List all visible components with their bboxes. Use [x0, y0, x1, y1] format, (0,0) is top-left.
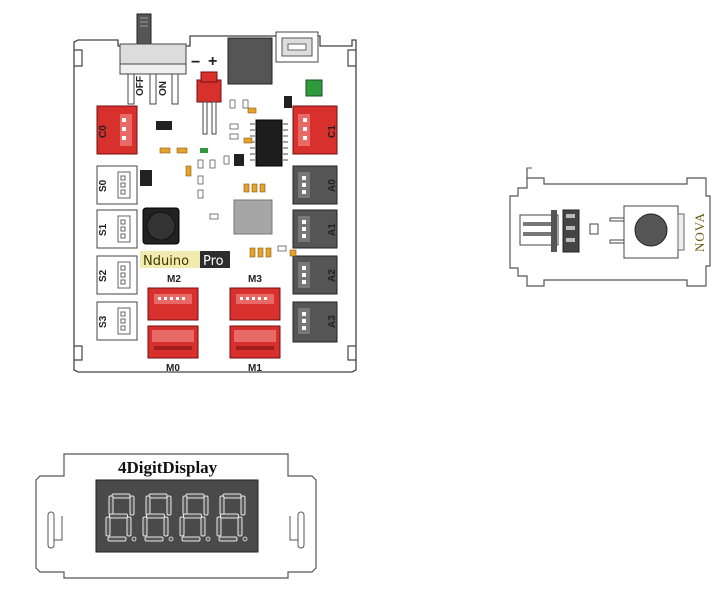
dc-jack: [227, 37, 273, 85]
digit-segment: [108, 495, 114, 516]
digit-segment: [237, 516, 243, 537]
digit-row: [105, 493, 248, 542]
digit-segment: [163, 516, 169, 537]
sensor-module: NOVA: [509, 167, 711, 287]
digit-segment: [144, 536, 164, 542]
port-a2: [292, 255, 338, 295]
switch-on-label: ON: [158, 81, 169, 96]
label-c1: C1: [327, 125, 338, 138]
digit-segment: [240, 495, 246, 516]
seven-segment-digit: [216, 493, 248, 542]
label-a2: A2: [327, 269, 338, 282]
microcontroller-chip: [250, 119, 288, 167]
potentiometer: [609, 205, 685, 259]
digit-segment: [105, 516, 111, 537]
digit-segment: [200, 516, 206, 537]
logo-pro: Pro: [203, 254, 224, 269]
diode: [156, 121, 172, 130]
digit-segment: [179, 516, 185, 537]
port-a3: [292, 301, 338, 343]
label-a3: A3: [327, 315, 338, 328]
label-m0: M0: [166, 363, 180, 374]
regulator-chip: [233, 199, 273, 235]
port-c0: [96, 105, 138, 155]
main-controller-board: OFF ON − +: [73, 13, 357, 374]
digit-segment: [142, 516, 148, 537]
diode-2: [140, 170, 152, 186]
decimal-point: [242, 536, 248, 542]
digit-segment: [219, 495, 225, 516]
display-title: 4DigitDisplay: [118, 458, 218, 477]
digit-segment: [148, 493, 168, 499]
decimal-point: [168, 536, 174, 542]
switch-off-label: OFF: [135, 76, 146, 96]
small-chip: [234, 154, 244, 166]
power-switch: [119, 13, 187, 105]
port-s3: [96, 301, 138, 341]
label-a0: A0: [327, 179, 338, 192]
digit-segment: [129, 495, 135, 516]
digit-segment: [185, 493, 205, 499]
digit-segment: [182, 495, 188, 516]
logo-bg-pro: [200, 251, 230, 268]
port-a1: [292, 209, 338, 249]
digit-segment: [145, 495, 151, 516]
label-m2: M2: [167, 274, 181, 285]
decimal-point: [205, 536, 211, 542]
port-s2: [96, 255, 138, 295]
label-a1: A1: [327, 223, 338, 236]
digit-segment: [183, 513, 202, 519]
digit-segment: [146, 513, 165, 519]
label-s3: S3: [98, 315, 109, 328]
digit-segment: [111, 493, 131, 499]
seven-segment-digit: [179, 493, 211, 542]
digit-segment: [216, 516, 222, 537]
usb-port: [275, 31, 319, 63]
digit-segment: [181, 536, 201, 542]
digit-segment: [220, 513, 239, 519]
seven-segment-digit: [105, 493, 137, 542]
motor-port-m3: [229, 287, 281, 321]
digit-segment: [107, 536, 127, 542]
decimal-point: [131, 536, 137, 542]
four-digit-display-module: 4DigitDisplay: [35, 453, 317, 579]
digit-segment: [166, 495, 172, 516]
digit-segment: [218, 536, 238, 542]
logo-nduino: Nduino: [143, 254, 189, 269]
port-s0: [96, 165, 138, 205]
digit-segment: [222, 493, 242, 499]
port-a0: [292, 165, 338, 205]
digit-segment: [203, 495, 209, 516]
motor-port-m0: [147, 325, 199, 359]
logo-bg-main: [140, 251, 200, 268]
power-inductor: [142, 207, 180, 245]
label-m3: M3: [248, 274, 262, 285]
label-c0: C0: [98, 125, 109, 138]
digit-segment: [126, 516, 132, 537]
sensor-connector: [519, 209, 599, 253]
label-m1: M1: [248, 363, 262, 374]
port-s1: [96, 209, 138, 249]
polarity-plus-label: +: [208, 53, 217, 70]
port-c1: [292, 105, 338, 155]
label-s1: S1: [98, 223, 109, 236]
polarity-minus-label: −: [191, 54, 200, 71]
label-s2: S2: [98, 269, 109, 282]
seven-segment-digit: [142, 493, 174, 542]
digit-segment: [109, 513, 128, 519]
motor-port-m2: [147, 287, 199, 321]
inductor-green: [305, 79, 323, 97]
battery-connector: [196, 71, 222, 135]
motor-port-m1: [229, 325, 281, 359]
nova-brand: NOVA: [692, 212, 707, 252]
label-s0: S0: [98, 179, 109, 192]
